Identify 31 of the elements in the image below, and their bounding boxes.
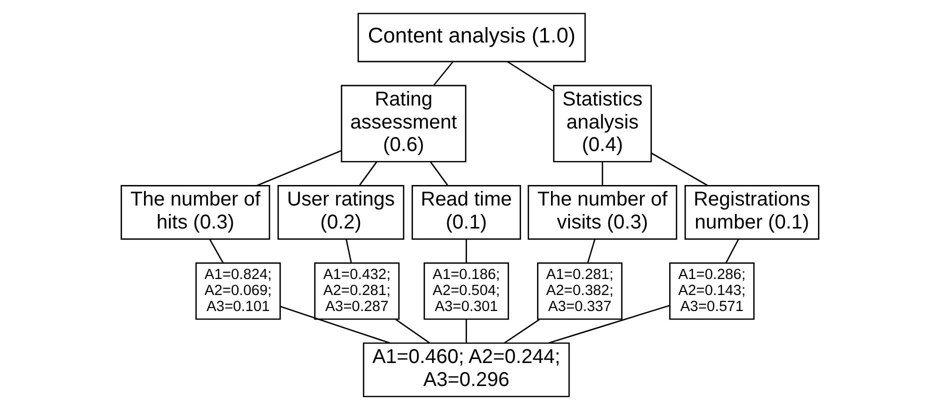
- connector: [345, 239, 352, 264]
- node-box: A1=0.432; A2=0.281; A3=0.287: [314, 262, 400, 320]
- connector: [432, 61, 454, 86]
- node-box: Read time (0.1): [411, 184, 521, 240]
- node-box: Registrations number (0.1): [684, 184, 819, 240]
- node-box: A1=0.281; A2=0.382; A3=0.337: [536, 262, 622, 320]
- connector: [358, 162, 377, 186]
- node-box: Content analysis (1.0): [357, 12, 586, 62]
- connector: [724, 239, 738, 264]
- node-box: Statistics analysis (0.4): [552, 84, 652, 162]
- connector: [601, 162, 603, 186]
- connector: [430, 162, 448, 186]
- node-box: A1=0.824; A2=0.069; A3=0.101: [194, 262, 280, 320]
- node-box: The number of hits (0.3): [120, 184, 270, 240]
- connector: [208, 239, 224, 264]
- connector: [503, 318, 540, 344]
- connector: [465, 319, 466, 344]
- connector: [650, 152, 708, 186]
- node-box: The number of visits (0.3): [527, 184, 677, 240]
- connector: [465, 239, 466, 263]
- node-box: A1=0.460; A2=0.244; A3=0.296: [362, 342, 570, 398]
- connector: [280, 306, 390, 344]
- connector: [256, 150, 341, 186]
- connector: [506, 61, 554, 92]
- node-box: Rating assessment (0.6): [340, 84, 466, 162]
- connector: [548, 304, 670, 344]
- node-box: User ratings (0.2): [276, 184, 404, 240]
- connector: [586, 239, 595, 264]
- node-box: A1=0.186; A2=0.504; A3=0.301: [423, 262, 509, 320]
- node-box: A1=0.286; A2=0.143; A3=0.571: [668, 262, 754, 320]
- connector: [394, 318, 430, 344]
